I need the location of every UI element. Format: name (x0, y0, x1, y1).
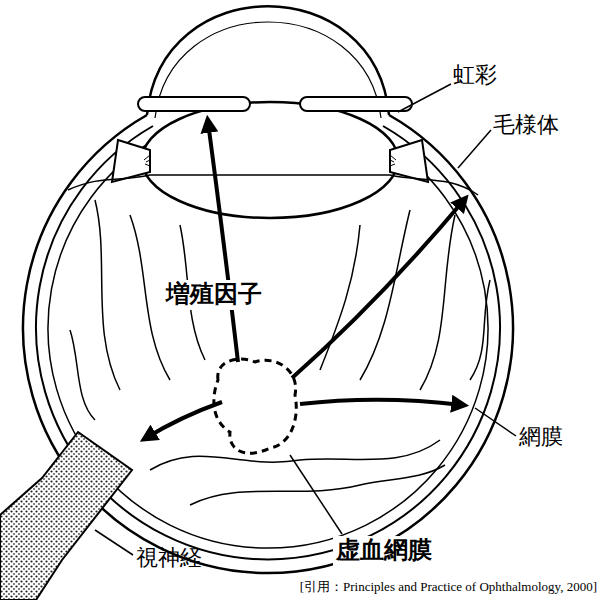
source-caption: [引用：Principles and Practice of Ophthalmo… (300, 580, 597, 595)
part-label: 虹彩 (453, 62, 497, 87)
part-label: 網膜 (519, 424, 563, 449)
region-label: 虚血網膜 (333, 536, 435, 566)
part-label: 毛様体 (493, 112, 559, 137)
part-label: 視神経 (136, 545, 202, 570)
process-label: 増殖因子 (163, 280, 265, 310)
